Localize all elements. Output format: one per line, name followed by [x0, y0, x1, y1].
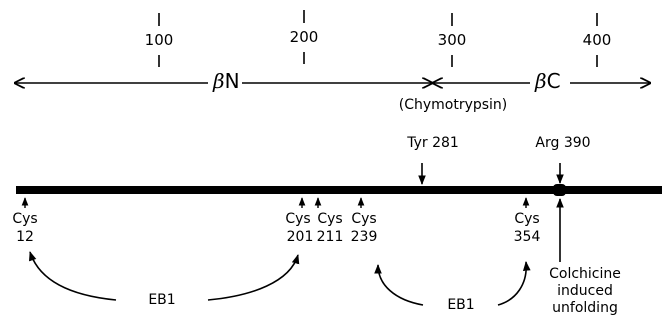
domain-label-bc: βC — [535, 71, 561, 91]
arg390-blob — [553, 184, 566, 196]
eb1-arcs — [29, 251, 531, 306]
scale-ticks — [158, 10, 598, 67]
cys12-name: Cys — [12, 211, 38, 227]
unfolding-line-2: induced — [557, 283, 613, 299]
bc-greek: β — [535, 69, 547, 93]
cys201-name: Cys — [285, 211, 311, 227]
marker-arg390: Arg 390 — [535, 135, 591, 151]
tick-label-200: 200 — [289, 28, 319, 46]
eb1-arc-1-right — [207, 254, 300, 301]
cys201-number: 201 — [286, 229, 314, 245]
bc-letter: C — [546, 69, 561, 93]
unfolding-line-3: unfolding — [552, 300, 618, 316]
eb1-label-1: EB1 — [148, 292, 176, 308]
marker-tyr281: Tyr 281 — [407, 135, 459, 151]
eb1-arc-2-right — [497, 261, 531, 306]
eb1-arc-2-left — [374, 264, 424, 306]
cys211-number: 211 — [316, 229, 344, 245]
cys239-name: Cys — [351, 211, 377, 227]
protein-bar — [16, 186, 662, 194]
unfolding-line-1: Colchicine — [549, 266, 621, 282]
cys354-number: 354 — [513, 229, 541, 245]
cys239-number: 239 — [350, 229, 378, 245]
eb1-label-2: EB1 — [447, 297, 475, 313]
above-marker-arrows — [418, 163, 564, 185]
tick-label-100: 100 — [144, 31, 174, 49]
cys211-name: Cys — [317, 211, 343, 227]
cys354-name: Cys — [514, 211, 540, 227]
below-marker-arrows — [21, 197, 564, 262]
cleavage-label: (Chymotrypsin) — [398, 97, 508, 113]
cys12-number: 12 — [16, 229, 34, 245]
tick-label-300: 300 — [437, 31, 467, 49]
bn-letter: N — [224, 69, 240, 93]
tick-label-400: 400 — [582, 31, 612, 49]
domain-label-bn: βN — [213, 71, 240, 91]
eb1-arc-1-left — [29, 251, 117, 301]
bn-greek: β — [213, 69, 225, 93]
